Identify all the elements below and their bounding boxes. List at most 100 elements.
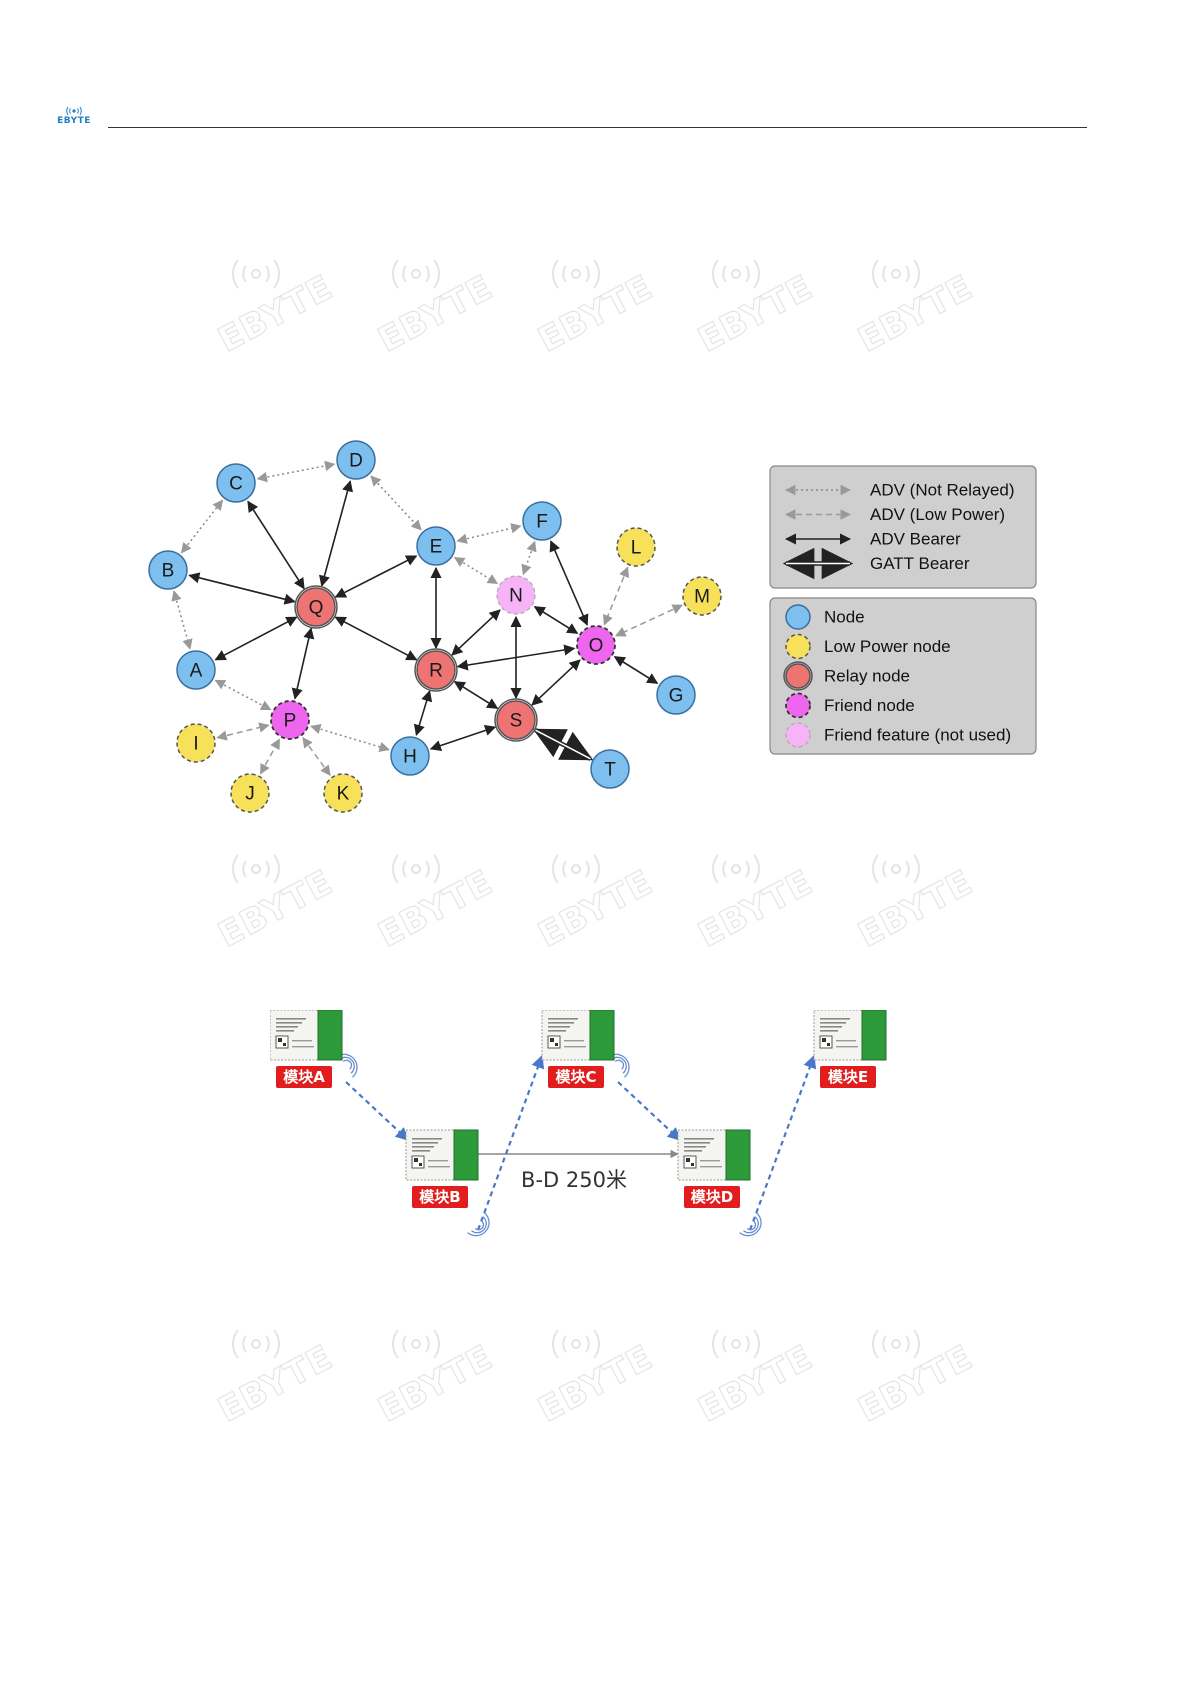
wifi-signal-icon xyxy=(391,854,441,884)
header-divider xyxy=(108,127,1087,128)
mesh-edge xyxy=(613,655,659,685)
legend-node-low-power: Low Power node xyxy=(785,633,951,660)
mesh-edge xyxy=(310,724,390,752)
mesh-node-label: S xyxy=(510,711,523,732)
wifi-signal-icon xyxy=(391,259,441,289)
mesh-node-label: O xyxy=(589,636,604,657)
mesh-edge xyxy=(453,556,499,585)
mesh-edges xyxy=(171,460,683,777)
mesh-node-label: G xyxy=(669,686,684,707)
module-tag-label: 模块D xyxy=(691,1188,733,1206)
watermark-text: EBYTE xyxy=(371,267,500,361)
legend-edge-label: ADV (Low Power) xyxy=(870,505,1005,524)
legend-node-friend-unused: Friend feature (not used) xyxy=(785,722,1011,748)
wifi-signal-icon xyxy=(871,1329,921,1359)
module-e: 模块E xyxy=(813,1010,887,1088)
watermark-text: EBYTE xyxy=(211,1337,340,1431)
mesh-edge xyxy=(214,679,272,711)
legend-node-label: Relay node xyxy=(824,667,910,686)
watermark-text: EBYTE xyxy=(851,1337,980,1431)
logo-text: EBYTE xyxy=(57,116,91,126)
gatt-edge-inner xyxy=(535,729,591,760)
legend-node-label: Friend node xyxy=(824,696,915,715)
module-antenna-board xyxy=(453,1129,479,1181)
module-antenna-board xyxy=(589,1010,615,1061)
wifi-signal-icon xyxy=(391,1329,441,1359)
mesh-node-t: T xyxy=(590,749,630,789)
mesh-node-d: D xyxy=(336,440,376,480)
relay-arrow xyxy=(476,1054,545,1231)
mesh-node-label: F xyxy=(536,512,548,533)
mesh-edge xyxy=(413,689,433,737)
module-shield xyxy=(541,1010,591,1061)
mesh-edge xyxy=(370,475,422,531)
mesh-edge xyxy=(334,555,418,598)
mesh-node-q: Q xyxy=(294,585,338,629)
module-shield xyxy=(677,1129,727,1181)
wifi-signal-icon xyxy=(711,1329,761,1359)
mesh-node-label: C xyxy=(229,474,243,495)
wifi-signal-icon xyxy=(711,854,761,884)
watermark: EBYTE xyxy=(530,240,670,361)
watermark: EBYTE xyxy=(210,835,350,956)
wifi-signal-icon xyxy=(231,854,281,884)
mesh-node-g: G xyxy=(656,675,696,715)
module-a: 模块A xyxy=(270,1010,343,1088)
module-tag-label: 模块B xyxy=(419,1188,460,1206)
watermark-text: EBYTE xyxy=(371,862,500,956)
legend-edge-label: GATT Bearer xyxy=(870,554,970,573)
signal-wave-icon xyxy=(467,1212,490,1237)
mesh-edge xyxy=(256,460,336,483)
mesh-node-label: D xyxy=(349,451,363,472)
watermark: EBYTE xyxy=(850,240,990,361)
watermark: EBYTE xyxy=(690,1310,830,1431)
watermark: EBYTE xyxy=(370,835,510,956)
module-tag-label: 模块E xyxy=(828,1068,868,1086)
mesh-edge xyxy=(334,616,418,661)
mesh-edge xyxy=(302,736,331,777)
mesh-node-label: A xyxy=(190,661,203,682)
module-tag-bg xyxy=(276,1066,332,1088)
wifi-signal-icon xyxy=(871,854,921,884)
mesh-edge xyxy=(429,725,497,751)
mesh-edge xyxy=(259,738,281,775)
mesh-node-h: H xyxy=(390,736,430,776)
mesh-node-e: E xyxy=(416,526,456,566)
mesh-node-label: P xyxy=(284,711,297,732)
mesh-edge xyxy=(291,627,315,700)
watermark: EBYTE xyxy=(850,835,990,956)
mesh-node-a: A xyxy=(176,650,216,690)
legend-node-friend: Friend node xyxy=(785,692,915,719)
mesh-node-l: L xyxy=(616,527,656,567)
module-shield xyxy=(405,1129,455,1181)
watermark-text: EBYTE xyxy=(211,862,340,956)
relay-arrow xyxy=(748,1054,817,1231)
mesh-node-label: H xyxy=(403,747,417,768)
legend-node-relay: Relay node xyxy=(783,661,910,691)
mesh-edge xyxy=(214,616,298,661)
watermark: EBYTE xyxy=(850,1310,990,1431)
module-d: 模块D xyxy=(677,1129,751,1208)
watermark-text: EBYTE xyxy=(531,267,660,361)
module-antenna-board xyxy=(861,1010,887,1061)
mesh-node-label: L xyxy=(631,538,642,559)
mesh-edge xyxy=(180,499,224,554)
relay-arrow xyxy=(345,1081,409,1141)
watermark-text: EBYTE xyxy=(851,862,980,956)
relay-arrow xyxy=(617,1081,681,1141)
watermark-text: EBYTE xyxy=(531,1337,660,1431)
mesh-legend: ADV (Not Relayed)ADV (Low Power)ADV Bear… xyxy=(769,465,1037,755)
wifi-signal-icon xyxy=(231,1329,281,1359)
legend-nodes-box xyxy=(769,597,1037,755)
module-tag-label: 模块C xyxy=(555,1068,596,1086)
mesh-edge xyxy=(171,590,193,650)
mesh-edge xyxy=(456,523,522,544)
mesh-node-label: M xyxy=(694,587,710,608)
mesh-node-r: R xyxy=(414,648,458,692)
mesh-edge xyxy=(451,609,501,656)
legend-node-label: Friend feature (not used) xyxy=(824,726,1011,745)
wifi-signal-icon xyxy=(711,259,761,289)
legend-node-label: Low Power node xyxy=(824,637,951,656)
mesh-edge xyxy=(533,605,579,635)
